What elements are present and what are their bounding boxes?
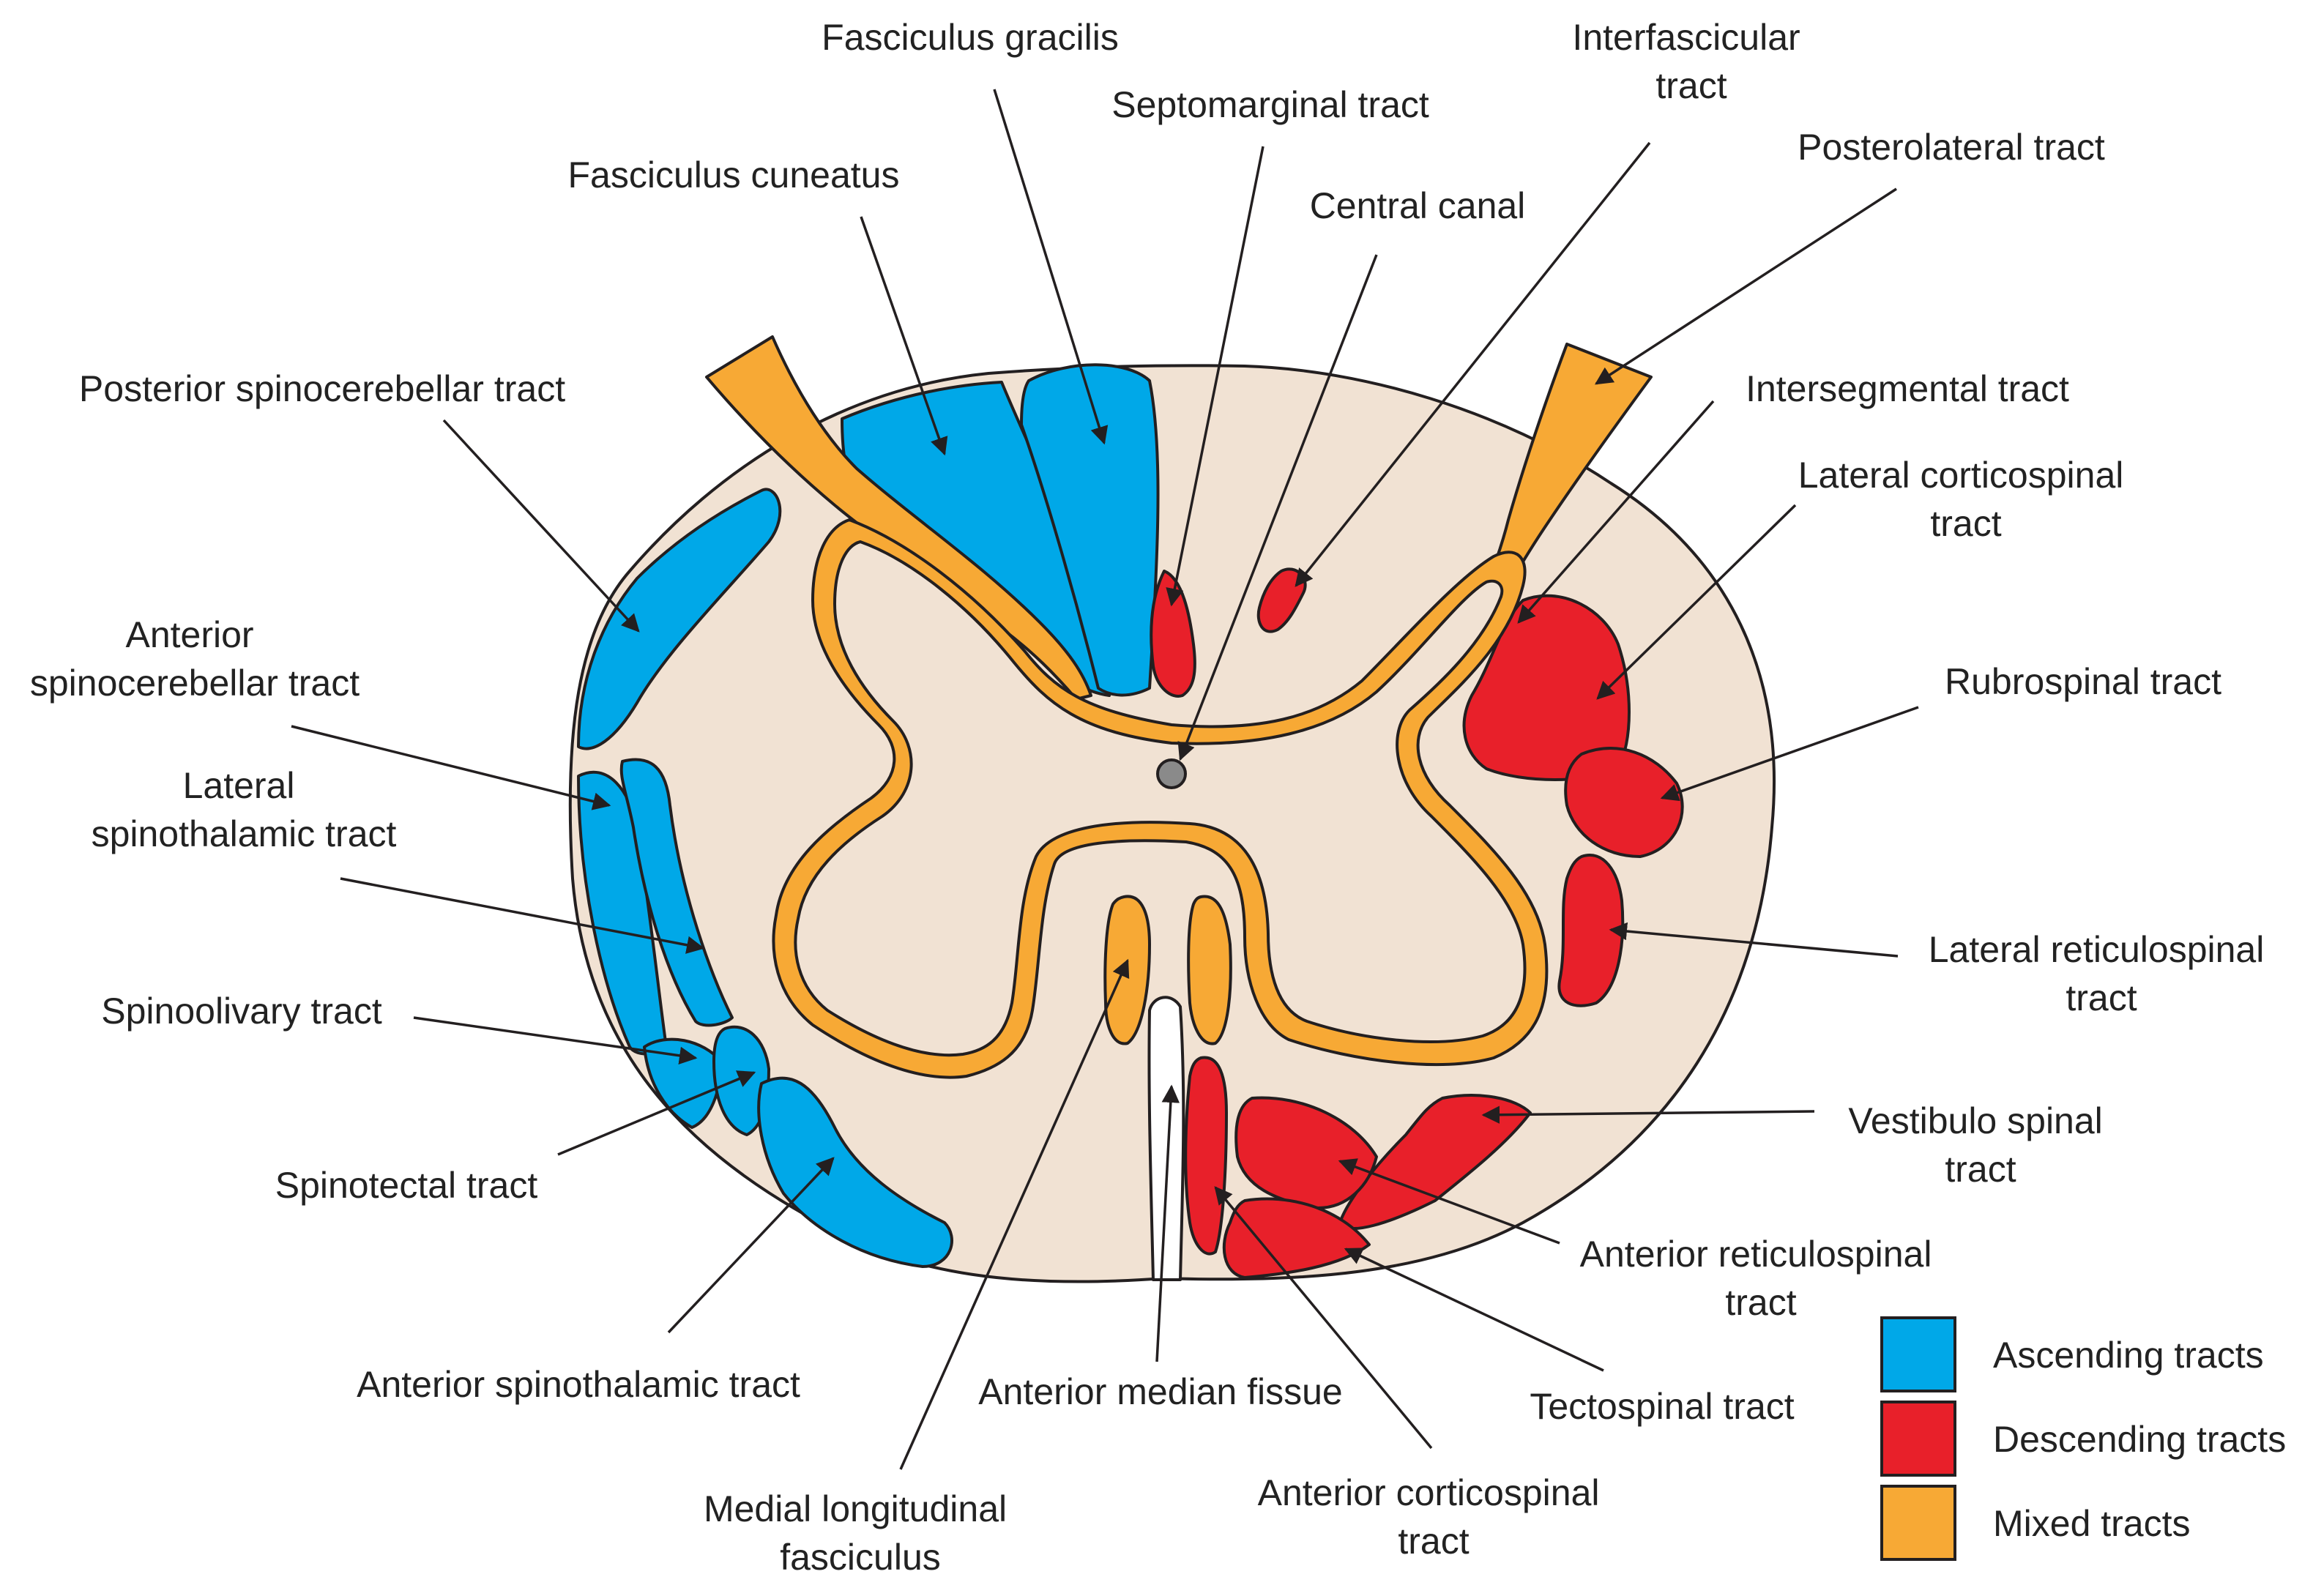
label-anterior-corticospinal: Anterior corticospinal tract: [1258, 1472, 1610, 1562]
pointer-anterior-spinocerebellar: [291, 725, 611, 810]
pointer-fasciculus-cuneatus: [860, 216, 948, 456]
label-spinotectal: Spinotectal tract: [275, 1165, 538, 1206]
pointer-posterior-spinocerebellar: [442, 419, 640, 633]
septomarginal-region: [1150, 570, 1196, 698]
label-medial-longitudinal: Medial longitudinal fasciculus: [704, 1488, 1017, 1578]
label-lateral-corticospinal: Lateral corticospinal tract: [1798, 455, 2134, 544]
label-intersegmental: Intersegmental tract: [1746, 368, 2069, 409]
label-rubrospinal: Rubrospinal tract: [1945, 661, 2221, 702]
legend-label-mixed: Mixed tracts: [1993, 1503, 2191, 1544]
pointer-anterior-reticulospinal: [1338, 1158, 1560, 1245]
pointer-lateral-reticulospinal: [1609, 922, 1899, 958]
legend: Ascending tracts Descending tracts Mixed…: [1880, 1316, 2286, 1561]
label-septomarginal: Septomarginal tract: [1111, 84, 1429, 125]
fasciculus-gracilis-region: [1020, 363, 1160, 697]
legend-swatch-mixed: [1880, 1485, 1956, 1561]
label-anterior-spinocerebellar: Anterior spinocerebellar tract: [30, 614, 360, 704]
pointer-interfascicular: [1295, 141, 1651, 587]
pointer-spinoolivary: [413, 1016, 698, 1065]
descending-tracts: [1150, 567, 1684, 1279]
label-fasciculus-cuneatus: Fasciculus cuneatus: [567, 154, 899, 195]
tectospinal-region: [1222, 1197, 1371, 1279]
label-anterior-spinothalamic: Anterior spinothalamic tract: [357, 1364, 800, 1405]
mixed-tracts: [705, 335, 1653, 1079]
pointer-lateral-spinothalamic: [340, 877, 705, 954]
pointer-vestibulo-spinal: [1481, 1105, 1815, 1125]
spinoolivary-region: [643, 1037, 723, 1129]
legend-label-ascending: Ascending tracts: [1993, 1335, 2264, 1376]
label-lateral-spinothalamic: Lateral spinothalamic tract: [92, 765, 397, 854]
rubrospinal-region: [1564, 747, 1684, 858]
anterior-corticospinal-region: [1184, 1056, 1228, 1256]
pointer-central-canal: [1177, 254, 1378, 761]
label-spinoolivary: Spinoolivary tract: [101, 991, 382, 1032]
label-central-canal: Central canal: [1310, 185, 1526, 226]
pointer-spinotectal: [557, 1070, 756, 1156]
pointer-anterior-median-fissue: [1155, 1084, 1180, 1362]
label-vestibulo-spinal: Vestibulo spinal tract: [1848, 1100, 2112, 1190]
anterior-median-fissure: [1147, 996, 1185, 1281]
vestibulo-spinal-region: [1338, 1094, 1532, 1230]
pointer-anterior-spinothalamic: [667, 1157, 835, 1334]
label-posterior-spinocerebellar: Posterior spinocerebellar tract: [79, 368, 565, 409]
inner-grey-white-posterior: [794, 540, 1527, 1057]
left-posterior-horn: [705, 335, 1092, 701]
anterior-spinothalamic-region: [757, 1076, 953, 1268]
lateral-reticulospinal-region: [1557, 854, 1625, 1007]
pointer-septomarginal: [1166, 146, 1264, 607]
label-anterior-median-fissue: Anterior median fissue: [978, 1371, 1342, 1412]
label-lateral-reticulospinal: Lateral reticulospinal tract: [1929, 929, 2275, 1018]
label-fasciculus-gracilis: Fasciculus gracilis: [822, 17, 1119, 58]
legend-label-descending: Descending tracts: [1993, 1419, 2286, 1460]
central-canal: [1156, 758, 1187, 789]
pointer-intersegmental: [1517, 400, 1715, 624]
pointer-posterolateral: [1594, 187, 1897, 385]
label-posterolateral: Posterolateral tract: [1798, 127, 2105, 168]
pointer-tectospinal: [1344, 1248, 1604, 1372]
label-anterior-reticulospinal: Anterior reticulospinal tract: [1580, 1234, 1943, 1323]
posterior-spinocerebellar-region: [577, 488, 782, 750]
label-interfascicular: Interfascicular tract: [1572, 17, 1810, 106]
pointer-anterior-corticospinal: [1214, 1186, 1433, 1450]
label-tectospinal: Tectospinal tract: [1530, 1386, 1794, 1427]
pointer-lines: [291, 89, 1919, 1470]
legend-swatch-ascending: [1880, 1316, 1956, 1392]
anterior-reticulospinal-region: [1234, 1096, 1378, 1209]
right-anterior-small-mixed: [1187, 895, 1232, 1045]
pointer-rubrospinal: [1660, 706, 1919, 802]
legend-swatch-descending: [1880, 1401, 1956, 1477]
ascending-tracts: [577, 363, 1160, 1268]
lateral-spinothalamic-region: [619, 758, 734, 1027]
tract-labels: Fasciculus gracilis Interfascicular trac…: [30, 17, 2275, 1578]
pointer-fasciculus-gracilis: [993, 89, 1109, 445]
pointer-medial-longitudinal: [899, 958, 1130, 1470]
pointer-lateral-corticospinal: [1596, 504, 1797, 700]
